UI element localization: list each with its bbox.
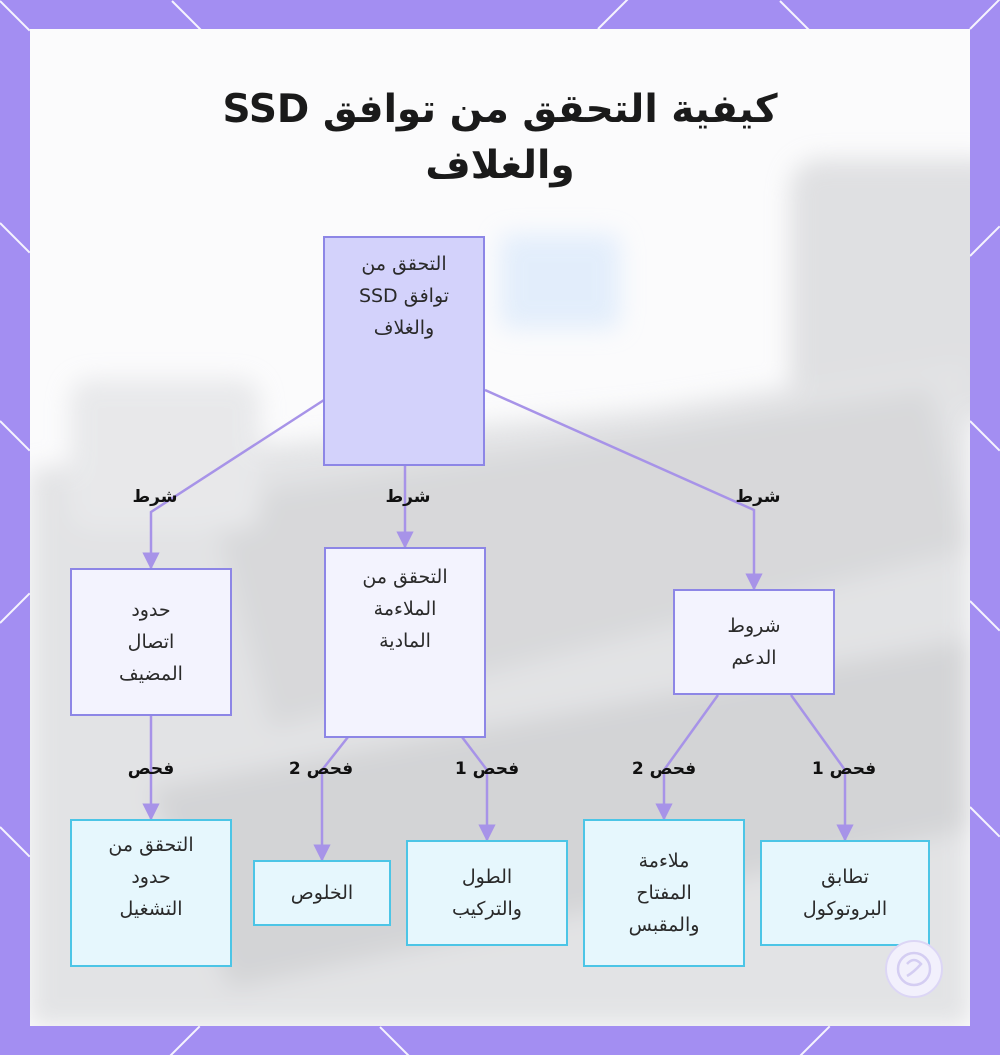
node-operating-limits: التحقق من حدود التشغيل [70, 819, 232, 967]
edge-support-to-key-connector [655, 694, 720, 821]
node-bays: الخلوص [253, 860, 391, 926]
edge-label-check-2: فحص 2 [631, 759, 697, 779]
edge-physical-fit-to-length [461, 736, 496, 842]
edge-label-check-2: فحص 2 [288, 759, 354, 779]
node-root: التحقق من توافق SSD والغلاف [323, 236, 485, 466]
edge-label-condition: شرط [385, 487, 431, 507]
edge-label-condition: شرط [132, 487, 178, 507]
edge-label-check-1: فحص 1 [454, 759, 520, 779]
node-support-conditions: شروط الدعم [673, 589, 835, 695]
edge-physical-fit-to-bays [313, 736, 349, 862]
node-length-mounting: الطول والتركيب [406, 840, 568, 946]
node-protocol-match: تطابق البروتوكول [760, 840, 930, 946]
page-title: كيفية التحقق من توافق SSD والغلاف [222, 87, 778, 188]
edge-label-condition: شرط [735, 487, 781, 507]
edge-root-to-host-limits [142, 398, 325, 570]
edge-label-check: فحص [127, 759, 175, 779]
edge-label-check-1: فحص 1 [811, 759, 877, 779]
watermark-logo-icon [885, 940, 943, 998]
node-physical-fit: التحقق من الملاءمة المادية [324, 547, 486, 738]
node-key-connector: ملاءمة المفتاح والمقبس [583, 819, 745, 967]
edge-root-to-support-conditions [484, 388, 763, 591]
node-host-limits: حدود اتصال المضيف [70, 568, 232, 716]
edge-support-to-protocol [789, 694, 854, 842]
